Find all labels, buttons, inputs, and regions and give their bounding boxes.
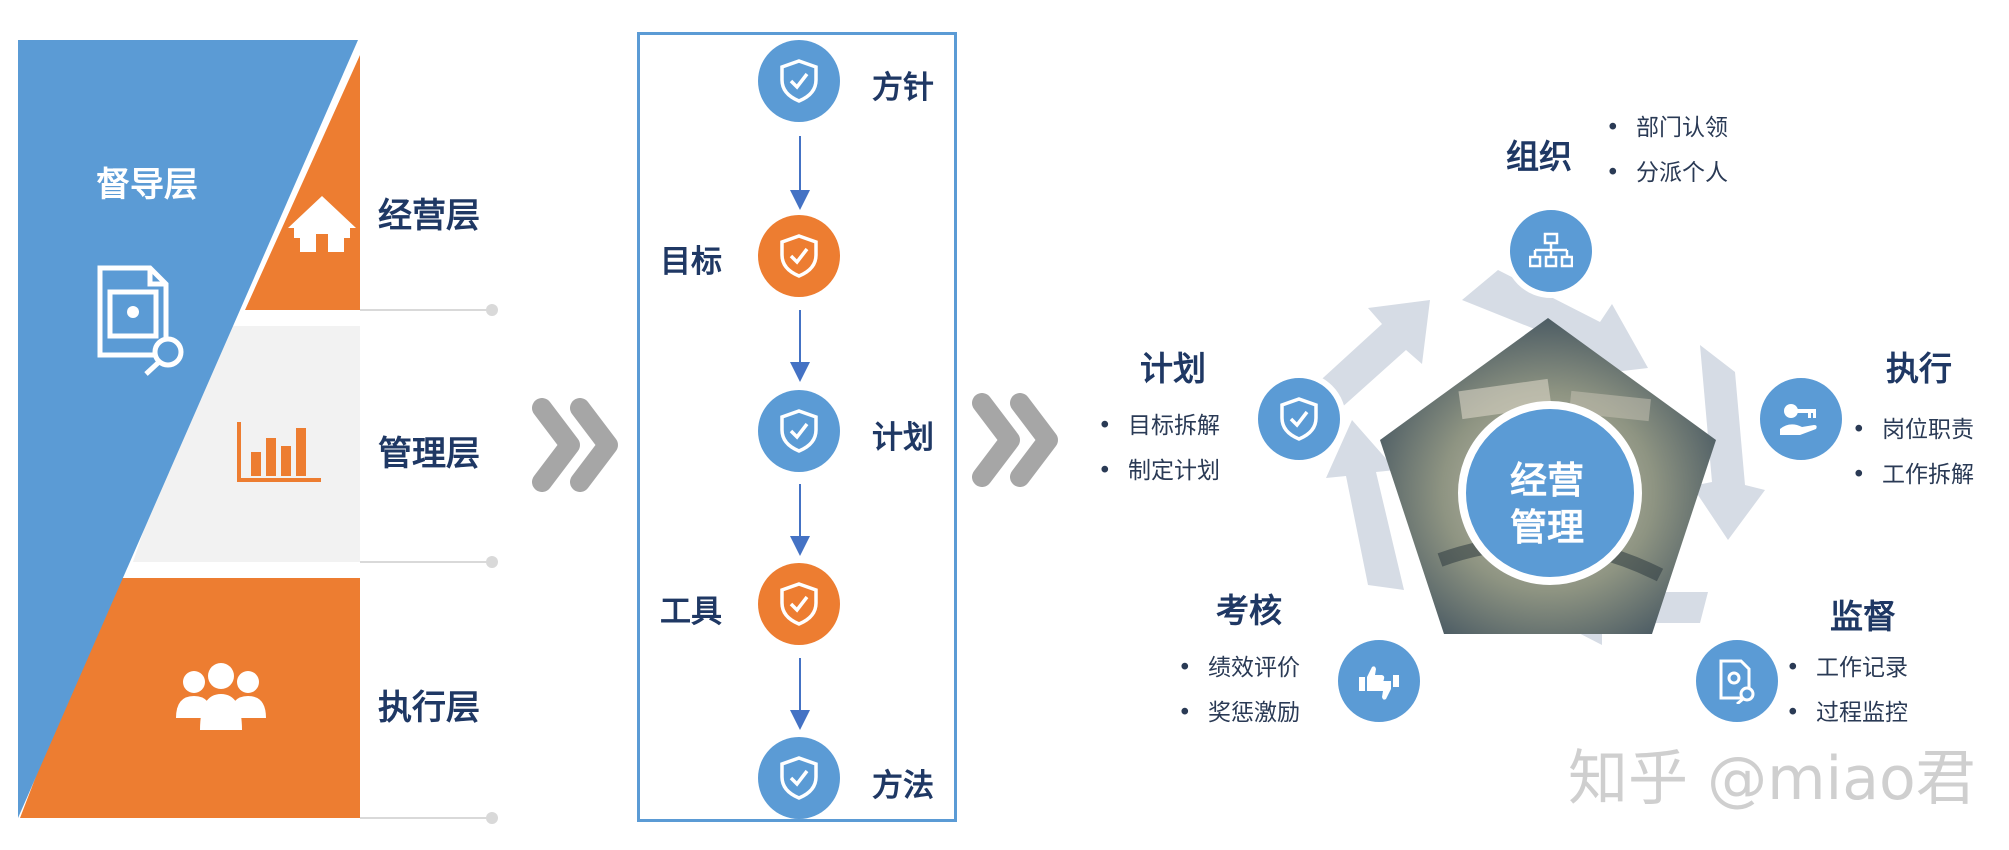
supervise-item: 过程监控 [1786,693,1908,727]
flow-frame [637,32,957,822]
bar-chart-icon [237,422,321,482]
divider-dot [486,556,498,568]
assess-item: 奖惩激励 [1178,693,1300,727]
thumbs-icon [1359,666,1399,700]
house-icon [288,196,356,252]
shield-check-icon [1280,397,1318,441]
assess-item: 绩效评价 [1178,648,1300,682]
org-chart-icon [1529,232,1573,268]
divider-dot [486,812,498,824]
execute-item: 岗位职责 [1852,410,1974,444]
policy-shield-icon [758,40,840,122]
flow-plan-label: 计划 [872,420,934,456]
assess-title: 考核 [1216,591,1282,630]
flow-tool-label: 工具 [660,594,722,630]
supervise-node [1690,634,1784,728]
organize-title: 组织 [1506,137,1572,176]
organize-item: 分派个人 [1606,153,1728,187]
method-shield-icon [758,737,840,819]
document-search-icon [97,265,184,376]
supervision-band [18,40,358,818]
plan-item: 制定计划 [1098,451,1220,485]
operation-layer-label: 经营层 [378,196,480,236]
flow-policy-label: 方针 [872,70,934,106]
plan-shield-icon [758,390,840,472]
target-shield-icon [758,215,840,297]
plan-title: 计划 [1140,349,1206,388]
divider-dot [486,304,498,316]
layers-graphic [18,40,498,824]
hand-key-icon [1780,404,1817,435]
chevron-right-icon [532,398,618,492]
organize-item: 部门认领 [1606,108,1728,142]
chevron-right-icon [972,393,1058,487]
center-circle [1458,401,1642,585]
center-label-line2: 管理 [1510,506,1584,549]
execute-title: 执行 [1886,349,1952,388]
management-layer-label: 管理层 [378,434,480,474]
flow-target-label: 目标 [660,244,722,280]
plan-node [1252,372,1346,466]
cycle-graphic [1312,270,1765,645]
watermark: 知乎 @miao君 [1568,744,1976,814]
supervision-layer-label: 督导层 [96,165,198,205]
management-band [133,326,360,562]
assess-node [1332,634,1426,728]
plan-item: 目标拆解 [1098,406,1220,440]
document-search-icon [1719,659,1755,704]
supervise-item: 工作记录 [1786,648,1908,682]
center-label-line1: 经营 [1510,459,1584,502]
execute-item: 工作拆解 [1852,455,1974,489]
execute-node [1754,372,1848,466]
flow-connectors [790,136,810,730]
execution-layer-label: 执行层 [378,688,480,728]
flow-method-label: 方法 [872,768,934,804]
organize-node [1504,204,1598,298]
team-icon [176,663,266,730]
tool-shield-icon [758,563,840,645]
supervise-title: 监督 [1830,597,1896,636]
